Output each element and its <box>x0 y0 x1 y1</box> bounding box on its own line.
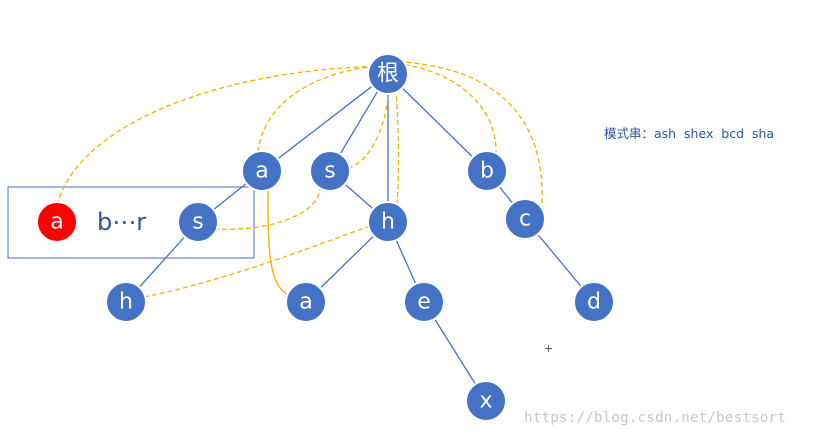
watermark-url: https://blog.csdn.net/bestsort <box>524 410 786 426</box>
node-d-label: d <box>587 290 601 315</box>
node-b-label: b <box>480 159 494 184</box>
fail-link-h2-h <box>143 225 371 298</box>
node-s: s <box>309 150 351 192</box>
node-red-a-label: a <box>50 210 63 235</box>
pattern-strings: 模式串：ash shex bcd sha <box>604 126 775 141</box>
node-x: x <box>465 380 507 422</box>
node-c: c <box>504 198 546 240</box>
node-root: 根 <box>367 53 409 95</box>
edge-root-b <box>387 73 488 172</box>
fail-link-s-root <box>347 89 389 169</box>
node-s-box-label: s <box>192 210 203 235</box>
node-a2: a <box>285 281 327 323</box>
fail-link-b-root <box>399 63 497 156</box>
fail-link-s-box-s <box>213 187 321 230</box>
fail-link-h-root <box>395 89 400 206</box>
prefix-box <box>7 186 255 259</box>
node-d: d <box>573 281 615 323</box>
node-x-label: x <box>479 389 492 414</box>
node-e: e <box>403 281 445 323</box>
cursor-crosshair-icon: + <box>544 342 554 355</box>
fail-link-a2-a <box>267 185 291 297</box>
node-s-label: s <box>324 159 335 184</box>
node-h2: h <box>105 281 147 323</box>
node-red-a: a <box>36 201 78 243</box>
node-h: h <box>367 201 409 243</box>
fail-link-red-a-root <box>56 65 389 206</box>
fail-link-c-root <box>403 61 543 204</box>
edge-root-a <box>261 73 389 172</box>
node-s-box: s <box>177 201 219 243</box>
node-a2-label: a <box>299 290 312 315</box>
node-b: b <box>466 150 508 192</box>
node-root-label: 根 <box>377 62 399 87</box>
node-h2-label: h <box>119 290 133 315</box>
box-ellipsis-text: b⋯r <box>97 208 146 236</box>
node-a-label: a <box>255 159 268 184</box>
failure-links <box>56 61 543 298</box>
trie-nodes: 根 a s b h c a e <box>36 53 615 422</box>
node-h-label: h <box>381 210 395 235</box>
node-e-label: e <box>417 290 431 315</box>
node-a: a <box>241 150 283 192</box>
node-c-label: c <box>519 207 531 232</box>
